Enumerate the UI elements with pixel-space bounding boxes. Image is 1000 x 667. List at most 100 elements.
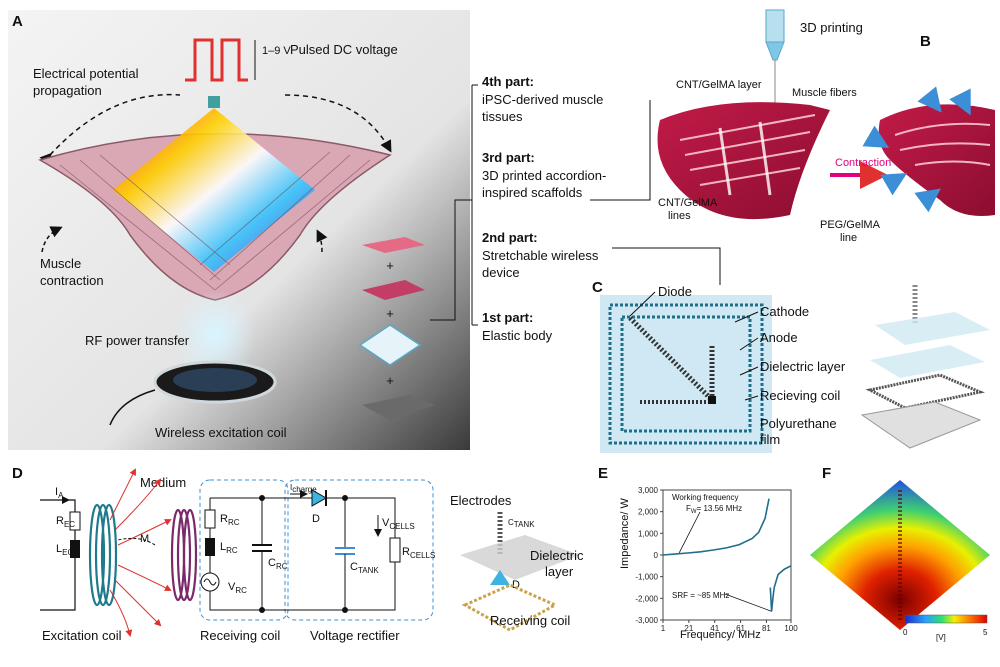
y-tick-label: -2,000	[635, 594, 658, 603]
part3-heading: 3rd part:	[482, 150, 535, 165]
part3-line2: inspired scaffolds	[482, 185, 583, 200]
v-cells-label: VCELLS	[382, 517, 415, 531]
robot-connector	[208, 96, 220, 108]
layer-scaffold	[362, 280, 425, 300]
part2-heading: 2nd part:	[482, 230, 538, 245]
device-to-c-connector	[612, 247, 721, 285]
anode-label: Anode	[760, 330, 798, 345]
r-ec-label: REC	[56, 515, 75, 529]
m-label: M	[140, 533, 149, 545]
diode-label: Diode	[658, 284, 692, 299]
d2-label: D	[512, 579, 520, 591]
x-tick-label: 1	[661, 624, 666, 633]
receiving-coil-outer	[608, 303, 764, 445]
c-tank2-label: CTANK	[508, 518, 535, 529]
device-3d-schematic: Electrodes CTANK Dielectric layer D Rece…	[450, 493, 584, 632]
coil-label: Wireless excitation coil	[155, 425, 287, 440]
rectifier-wire	[262, 497, 396, 611]
y-tick-label: 3,000	[638, 486, 659, 495]
muscle-fibers-label: Muscle fibers	[792, 87, 857, 99]
dielectric-label-2: layer	[545, 564, 574, 579]
l-ec-label: LEC	[56, 543, 73, 557]
part3-line1: 3D printed accordion-	[482, 168, 606, 183]
propagation-arrow-left	[39, 93, 181, 166]
cathode-serpentine	[628, 316, 714, 402]
colorbar-max: 5	[983, 628, 988, 637]
part2-line1: Stretchable wireless	[482, 248, 599, 263]
poly-label-1: Polyurethane	[760, 416, 837, 431]
impedance-chart: Impedance/ W Frequency/ MHz Working freq…	[619, 486, 798, 641]
device-substrate	[600, 295, 772, 453]
polyurethane-layer-3d	[860, 401, 982, 449]
x-tick-label: 41	[710, 624, 719, 633]
mutual-inductance-arrow	[117, 537, 156, 546]
node-3	[342, 495, 348, 501]
part1-line1: Elastic body	[482, 328, 553, 343]
diode-symbol-icon	[311, 489, 328, 507]
receiving-coil-inner	[620, 315, 752, 433]
dielectric-label: Dielectric layer	[760, 359, 846, 374]
x-tick-label: 21	[684, 624, 693, 633]
c-tank-label: CTANK	[350, 561, 379, 575]
peg-lines	[718, 121, 772, 196]
rf-label: RF power transfer	[85, 333, 190, 348]
r-ec-resistor	[69, 511, 81, 531]
receiving-coil-caption: Receiving coil	[200, 628, 280, 643]
muscle-fiber-lines	[679, 114, 816, 186]
r-rc-label: RRC	[220, 513, 240, 527]
dielectric-layer-3d	[870, 345, 985, 378]
annotation-pointer	[724, 593, 772, 612]
panel-a: A 1–9 V Pulsed DC voltage Electrical pot…	[8, 10, 470, 450]
coil-cable	[109, 389, 156, 426]
d-label: D	[312, 513, 320, 525]
chart-annotation-3: SRF = ~85 MHz	[672, 591, 729, 600]
ac-wave	[203, 578, 217, 586]
cathode-layer-3d	[875, 312, 990, 345]
contraction-label: Contraction	[835, 157, 891, 169]
y-tick-label: 2,000	[638, 508, 659, 517]
x-tick-label: 100	[784, 624, 798, 633]
excitation-coil-rings	[88, 503, 118, 607]
y-tick-label: 1,000	[638, 529, 659, 538]
receiving-coil-3d-label: Receiving coil	[490, 613, 570, 628]
chart-xlabel: Frequency/ MHz	[680, 629, 761, 641]
electrodes-label: Electrodes	[450, 493, 512, 508]
propagation-label-1: Electrical potential	[33, 66, 139, 81]
plus-sign-1: +	[386, 258, 394, 273]
dielectric-label-1: Dielectric	[530, 548, 584, 563]
part2-line2: device	[482, 265, 520, 280]
colorbar-min: 0	[903, 628, 908, 637]
ia-label: IA	[55, 486, 64, 500]
excitation-coil-label: Excitation coil	[42, 628, 122, 643]
printing-label: 3D printing	[800, 20, 863, 35]
part4-line1: iPSC-derived muscle	[482, 92, 603, 107]
cnt-lines-label-2: lines	[668, 210, 691, 222]
muscle-sheet-contracted	[878, 104, 995, 216]
scaffold-to-b-connector	[590, 100, 651, 201]
receiving-coil-rings	[170, 508, 198, 602]
propagation-arrow-right	[284, 94, 392, 153]
diode-pointer	[629, 291, 656, 317]
chart-plot-area	[662, 489, 792, 621]
pulsed-dc-label: Pulsed DC voltage	[290, 42, 398, 57]
peg-label-1: PEG/GelMA	[820, 219, 881, 231]
x-tick-label: 61	[736, 624, 745, 633]
contraction-arrow-right	[316, 229, 328, 253]
i-charge-label: Icharge	[290, 483, 317, 494]
voltage-range: 1–9 V	[262, 45, 291, 57]
panel-b-label: B	[920, 33, 931, 50]
dielectric-plane	[460, 535, 580, 580]
panel-e-label: E	[598, 465, 608, 482]
medium-label: Medium	[140, 475, 186, 490]
y-tick-label: -3,000	[635, 616, 658, 625]
part4-line2: tissues	[482, 109, 523, 124]
layer-device	[358, 324, 422, 366]
panel-d-label: D	[12, 465, 23, 482]
x-tick-label: 81	[762, 624, 771, 633]
receiving-wire	[209, 497, 262, 611]
cnt-lines-label-1: CNT/GelMA	[658, 197, 718, 209]
layer-muscle-tissue	[362, 237, 425, 253]
l-rc-label: LRC	[220, 541, 238, 555]
printer-tip	[765, 41, 785, 61]
